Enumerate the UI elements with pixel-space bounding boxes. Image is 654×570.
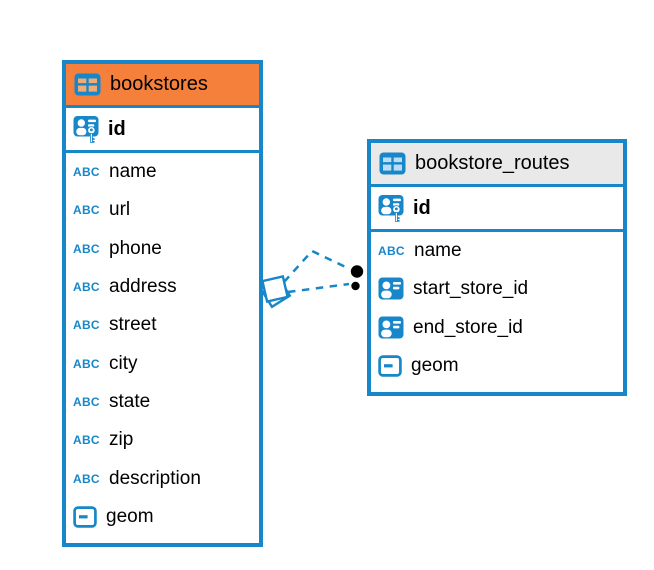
column-row-url[interactable]: ABC url	[66, 191, 259, 230]
column-row-zip[interactable]: ABC zip	[66, 421, 259, 460]
text-abc-icon: ABC	[73, 203, 100, 218]
column-row-geom[interactable]: geom	[371, 346, 623, 386]
column-row-street[interactable]: ABC street	[66, 306, 259, 345]
column-row-state[interactable]: ABC state	[66, 382, 259, 422]
square-dash-icon	[378, 355, 402, 377]
column-name: street	[109, 314, 157, 336]
overlapping-squares-marker[interactable]	[259, 274, 292, 309]
bookstores-header[interactable]: bookstores	[66, 64, 259, 108]
stacked-black-dots-marker[interactable]	[348, 262, 366, 293]
column-row-start-store-id[interactable]: start_store_id	[371, 270, 623, 309]
table-title: bookstore_routes	[415, 152, 570, 174]
column-row-phone[interactable]: ABC phone	[66, 229, 259, 268]
text-abc-icon: ABC	[73, 394, 100, 409]
entity-bookstores[interactable]: bookstores id ABC	[62, 60, 263, 547]
person-lines-icon	[378, 277, 404, 301]
text-abc-icon: ABC	[378, 244, 405, 259]
text-abc-icon: ABC	[73, 241, 100, 256]
fk-relationship-lines[interactable]	[283, 249, 353, 294]
column-name: description	[109, 467, 201, 489]
text-abc-icon: ABC	[73, 433, 100, 448]
column-name: address	[109, 276, 177, 298]
text-abc-icon: ABC	[73, 356, 100, 371]
text-abc-icon: ABC	[73, 318, 100, 333]
text-abc-icon: ABC	[73, 165, 100, 180]
column-name: start_store_id	[413, 278, 529, 300]
column-row-name[interactable]: ABC name	[371, 232, 623, 271]
column-row-description[interactable]: ABC description	[66, 459, 259, 498]
column-name: url	[109, 199, 131, 221]
column-name: geom	[411, 355, 459, 377]
table-grid-icon	[379, 152, 406, 175]
text-abc-icon: ABC	[73, 471, 100, 486]
column-name: city	[109, 352, 138, 374]
column-name: end_store_id	[413, 316, 523, 338]
table-title: bookstores	[110, 73, 208, 95]
column-row-address[interactable]: ABC address	[66, 267, 259, 307]
table-grid-icon	[74, 73, 101, 96]
primary-key-icon	[73, 115, 100, 144]
column-name: state	[109, 390, 151, 412]
column-name: phone	[109, 237, 162, 259]
column-name: geom	[106, 505, 154, 527]
column-row-geom[interactable]: geom	[66, 497, 259, 536]
column-row-name[interactable]: ABC name	[66, 153, 259, 192]
pk-column-name: id	[413, 196, 431, 219]
column-name: zip	[109, 429, 134, 451]
primary-key-icon	[378, 194, 405, 223]
pk-column-name: id	[108, 117, 126, 140]
column-row-city[interactable]: ABC city	[66, 344, 259, 383]
bookstore-routes-header[interactable]: bookstore_routes	[371, 143, 623, 187]
column-row-end-store-id[interactable]: end_store_id	[371, 308, 623, 347]
square-dash-icon	[73, 506, 97, 528]
column-name: name	[414, 240, 462, 262]
text-abc-icon: ABC	[73, 280, 100, 295]
pk-row-routes-id[interactable]: id	[371, 187, 623, 232]
column-name: name	[109, 161, 157, 183]
pk-row-bookstores-id[interactable]: id	[66, 108, 259, 153]
person-lines-icon	[378, 316, 404, 340]
entity-bookstore-routes[interactable]: bookstore_routes id ABC	[367, 139, 627, 396]
